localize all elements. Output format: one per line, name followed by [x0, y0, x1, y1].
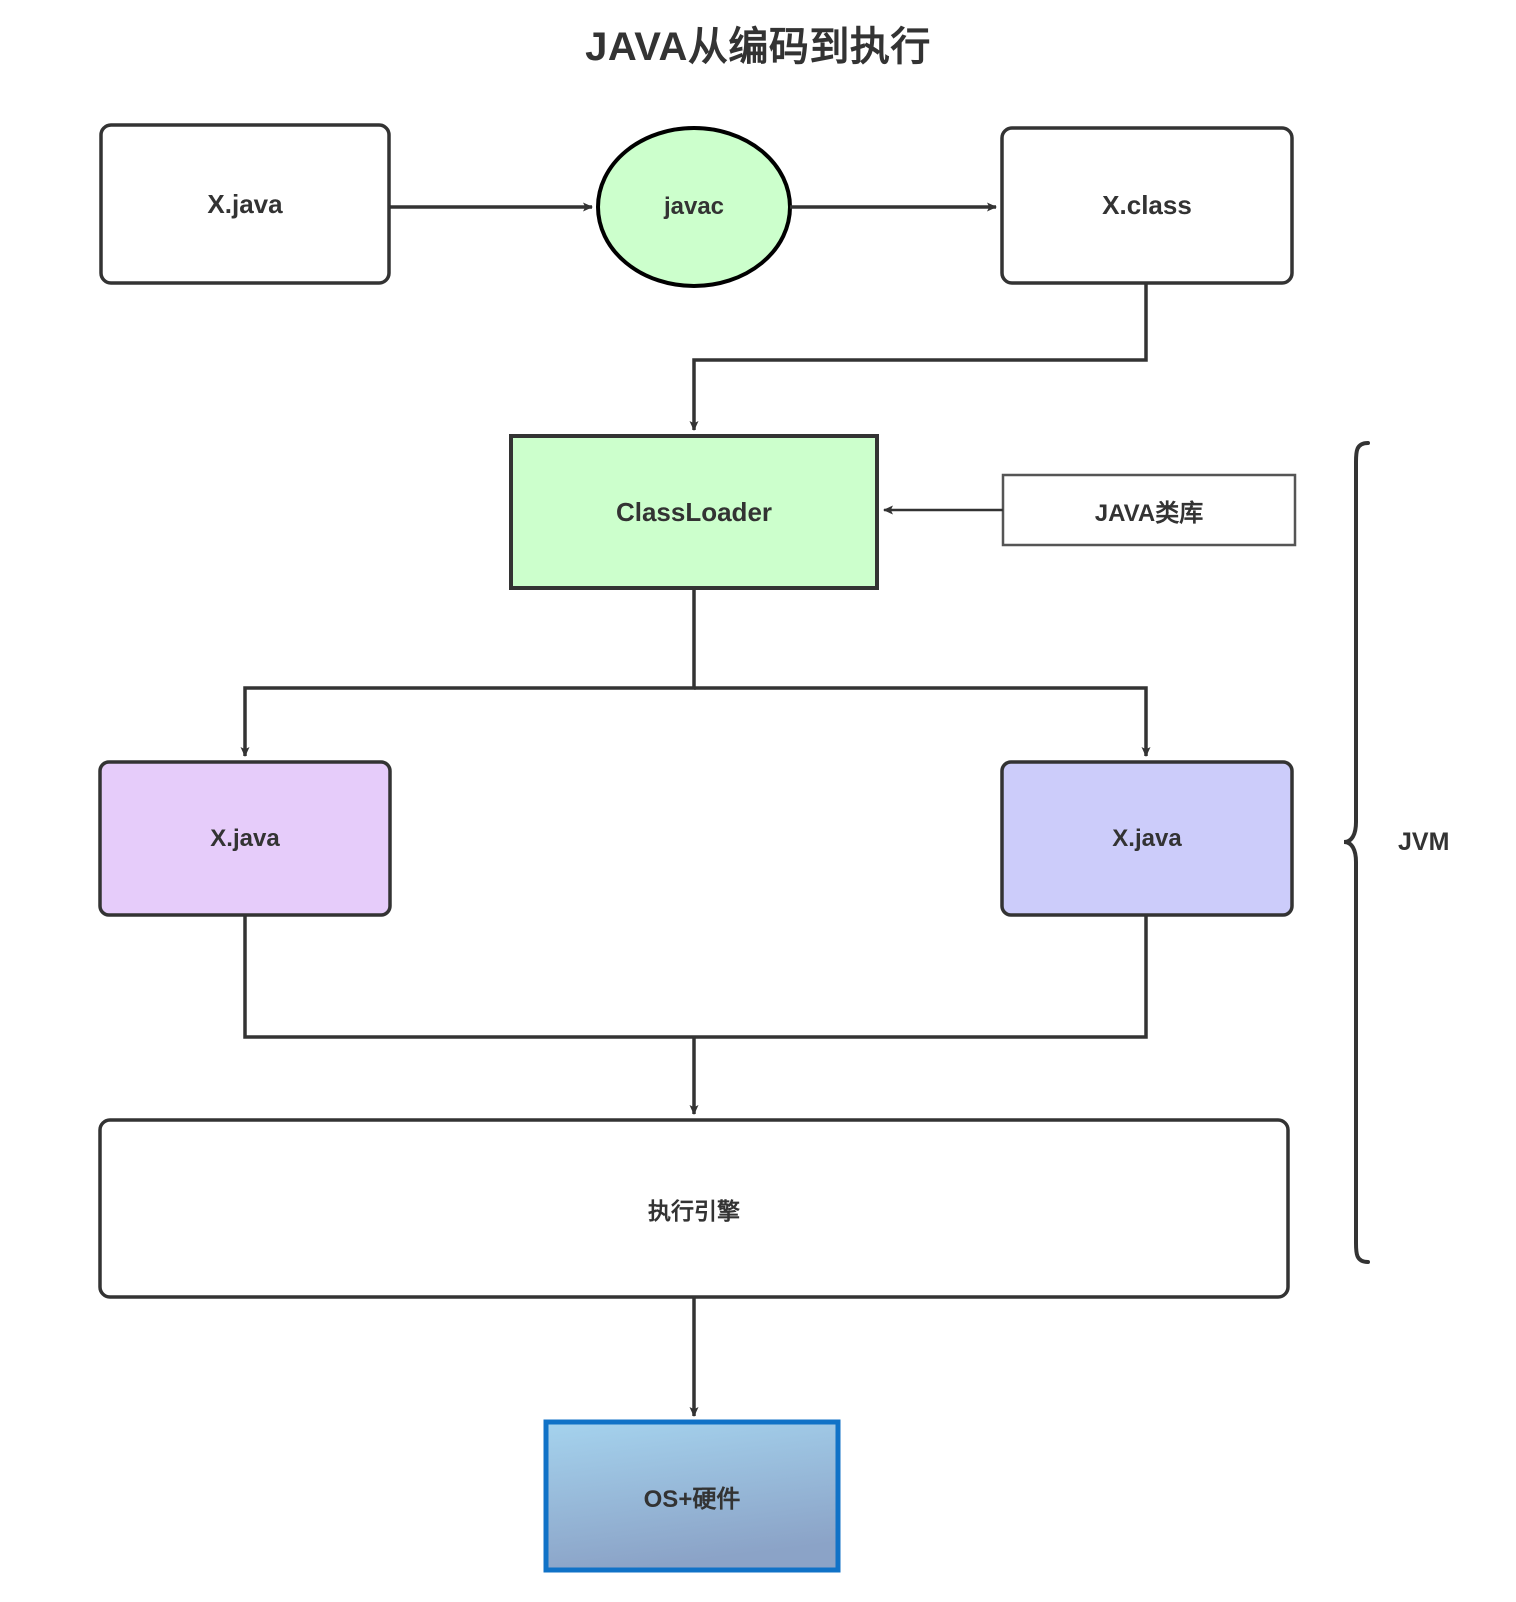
node-javac[interactable] [596, 126, 792, 288]
edge-loader-to-right [694, 686, 1151, 757]
page-title: JAVA从编码到执行 [585, 25, 931, 69]
edge-heap-left-to-merge [243, 915, 694, 1039]
node-os-hardware[interactable] [543, 1419, 841, 1573]
node-execution-engine[interactable] [98, 1118, 1290, 1299]
node-class-loader[interactable] [509, 434, 879, 590]
node-x-class[interactable] [1000, 126, 1294, 285]
jvm-group-label: JVM [1398, 828, 1450, 856]
edge-heap-right-to-merge [694, 915, 1148, 1039]
edge-class-to-loader [689, 283, 1148, 431]
node-x-java-heap-left[interactable] [98, 760, 392, 917]
jvm-brace-icon [1343, 441, 1370, 1264]
node-x-java-heap-right[interactable] [1000, 760, 1294, 917]
edge-loader-to-left [240, 588, 696, 757]
node-x-java-source[interactable] [99, 123, 391, 285]
node-java-class-library[interactable] [1001, 473, 1297, 547]
